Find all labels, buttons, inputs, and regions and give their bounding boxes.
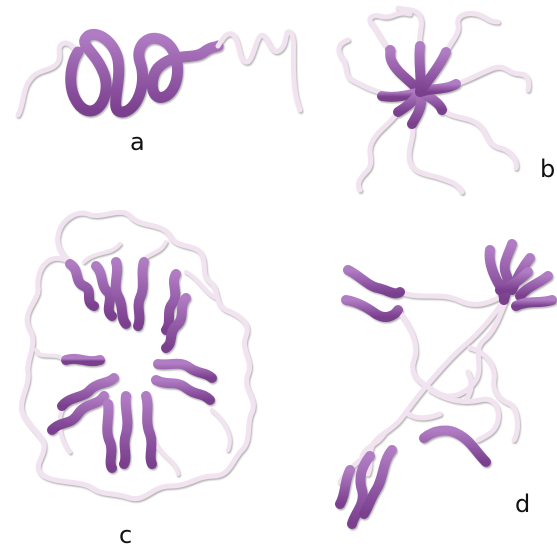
panel-a-polymer: [18, 32, 300, 115]
panel-label-b: b: [540, 157, 555, 181]
panel-d-polymer: [340, 244, 552, 524]
panel-c-polymer: [22, 212, 254, 498]
panel-label-c: c: [119, 523, 132, 547]
panel-b-polymer: [339, 8, 529, 192]
panel-label-a: a: [130, 130, 145, 154]
panel-label-d: d: [515, 492, 530, 516]
